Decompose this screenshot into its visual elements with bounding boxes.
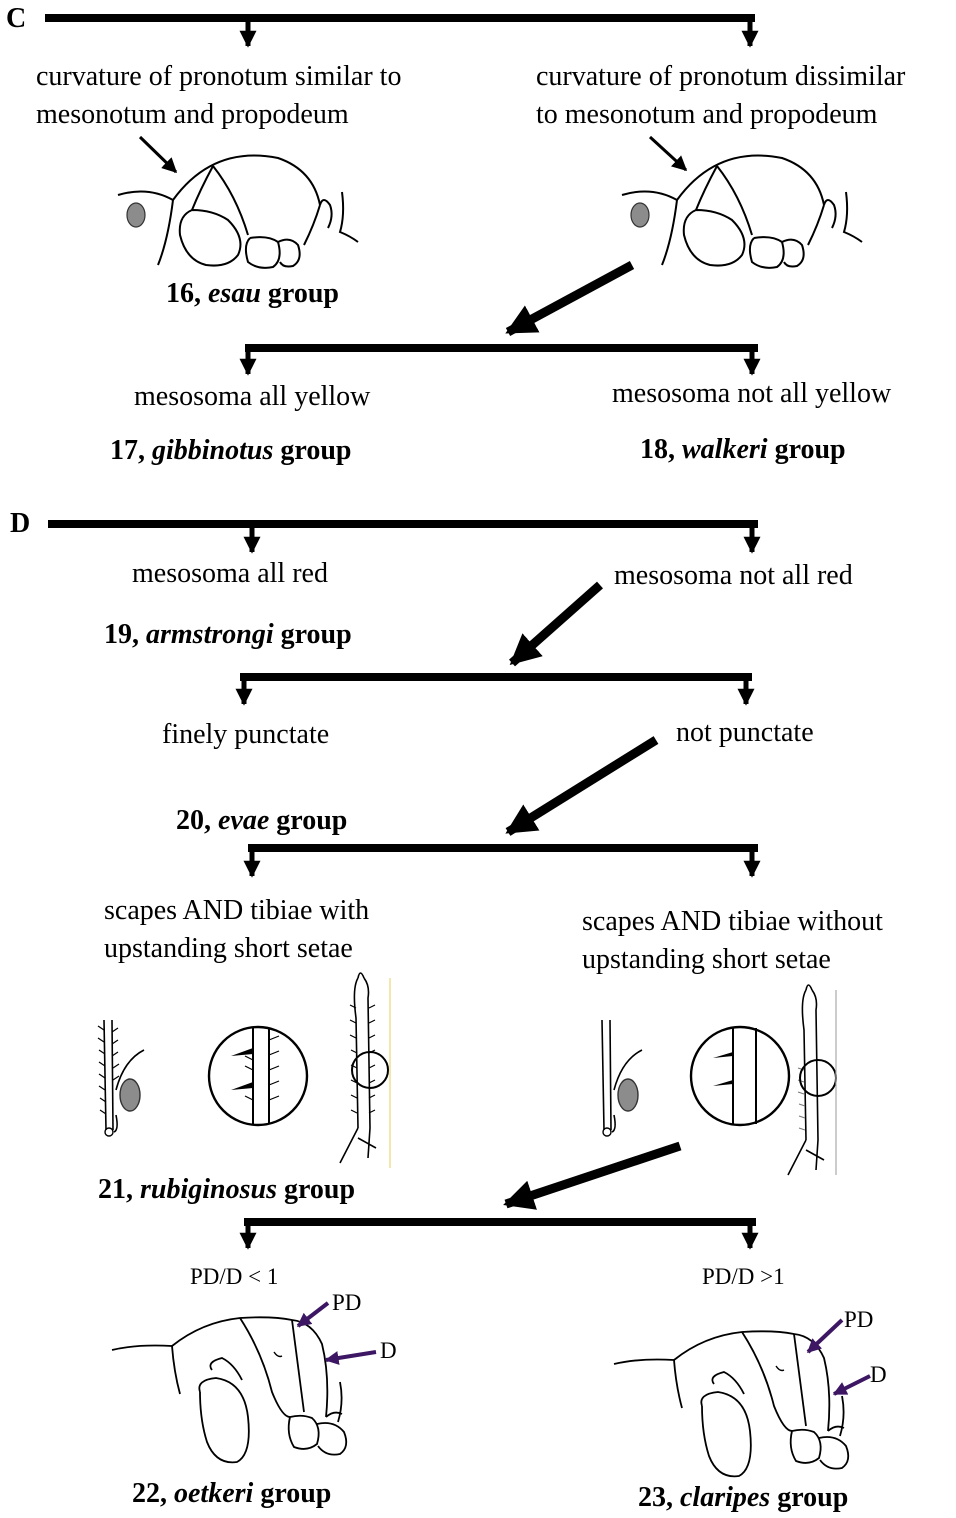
scape-without-setae-drawing (601, 1019, 643, 1137)
pronotum-pointer-arrow-2 (648, 135, 688, 172)
d1-left-text: mesosoma all red (132, 558, 328, 589)
c1-left-line-1: curvature of pronotum similar to (36, 61, 402, 92)
result-20-suffix: group (276, 805, 348, 836)
result-22: 22, oetkeri group (132, 1476, 331, 1512)
pd-greater-than-d-drawing (613, 1330, 850, 1478)
result-21: 21, rubiginosus group (98, 1172, 355, 1208)
result-17: 17, gibbinotus group (110, 433, 351, 469)
result-18-suffix: group (774, 434, 846, 465)
d-label-left: D (380, 1338, 397, 1363)
result-23-number: 23, (638, 1482, 673, 1513)
c2-right-text: mesosoma not all yellow (612, 378, 892, 409)
c1-right-line-2: to mesonotum and propodeum (536, 99, 878, 130)
couplet-d3-bar (243, 844, 761, 878)
continue-arrow-d3 (503, 1141, 682, 1210)
section-c-label: C (6, 3, 27, 34)
result-17-number: 17, (110, 435, 145, 466)
result-21-name: rubiginosus (140, 1174, 277, 1205)
d3-right-line-2: upstanding short setae (582, 944, 831, 975)
result-21-number: 21, (98, 1174, 133, 1205)
result-16-name: esau (208, 278, 261, 309)
pd-less-than-d-drawing (111, 1316, 348, 1464)
d2-right-text: not punctate (676, 717, 814, 748)
pd-arrow-right (806, 1318, 844, 1354)
couplet-d1-bar (48, 520, 761, 554)
c2-left-text: mesosoma all yellow (134, 381, 371, 412)
d3-right-line-1: scapes AND tibiae without (582, 906, 883, 937)
result-23-suffix: group (777, 1482, 849, 1513)
continue-arrow-c1 (505, 261, 635, 336)
setae-absent-magnified-circle (689, 1025, 791, 1127)
c1-right-line-1: curvature of pronotum dissimilar (536, 61, 906, 92)
result-18: 18, walkeri group (640, 432, 846, 468)
d-arrow-right (832, 1374, 871, 1396)
result-23: 23, claripes group (638, 1480, 848, 1516)
pd-label-left: PD (332, 1290, 362, 1315)
result-20-number: 20, (176, 805, 211, 836)
section-d-label: D (10, 508, 31, 539)
couplet-d4-bar (239, 1218, 759, 1250)
result-20: 20, evae group (176, 803, 347, 839)
d3-left-line-1: scapes AND tibiae with (104, 895, 370, 926)
result-17-suffix: group (280, 435, 352, 466)
couplet-d2-bar (235, 673, 755, 706)
setae-magnified-circle (207, 1025, 309, 1127)
result-16-number: 16, (166, 278, 201, 309)
pronotum-pointer-arrow (138, 135, 178, 174)
result-16: 16, esau group (166, 276, 339, 312)
result-20-name: evae (218, 805, 270, 836)
result-21-suffix: group (283, 1174, 356, 1205)
d-arrow-left (324, 1350, 377, 1365)
scape-with-setae-drawing (97, 1019, 145, 1137)
tibia-with-setae-drawing (339, 972, 391, 1168)
pronotum-dissimilar-drawing (621, 154, 863, 269)
result-23-name: claripes (680, 1482, 771, 1513)
result-22-suffix: group (260, 1478, 332, 1509)
result-19-suffix: group (280, 619, 352, 650)
d-label-right: D (870, 1362, 887, 1387)
tibia-without-setae-drawing (787, 984, 837, 1176)
d4-right-text: PD/D >1 (702, 1264, 785, 1289)
result-17-name: gibbinotus (152, 435, 274, 466)
result-22-number: 22, (132, 1478, 167, 1509)
result-19-name: armstrongi (146, 619, 274, 650)
d3-left-line-2: upstanding short setae (104, 933, 353, 964)
result-19: 19, armstrongi group (104, 617, 352, 653)
result-22-name: oetkeri (174, 1478, 254, 1509)
pd-arrow-left (296, 1301, 330, 1328)
d4-left-text: PD/D < 1 (190, 1264, 279, 1289)
pd-label-right: PD (844, 1307, 874, 1332)
couplet-c2-bar (239, 344, 761, 376)
c1-left-line-2: mesonotum and propodeum (36, 99, 349, 130)
result-19-number: 19, (104, 619, 139, 650)
continue-arrow-d1 (509, 581, 603, 667)
pronotum-similar-drawing (117, 154, 359, 269)
result-18-number: 18, (640, 434, 675, 465)
couplet-c1-bar (45, 14, 759, 48)
continue-arrow-d2 (505, 736, 659, 836)
d1-right-text: mesosoma not all red (614, 560, 853, 591)
d2-left-text: finely punctate (162, 719, 330, 750)
result-18-name: walkeri (682, 434, 768, 465)
result-16-suffix: group (267, 278, 339, 309)
